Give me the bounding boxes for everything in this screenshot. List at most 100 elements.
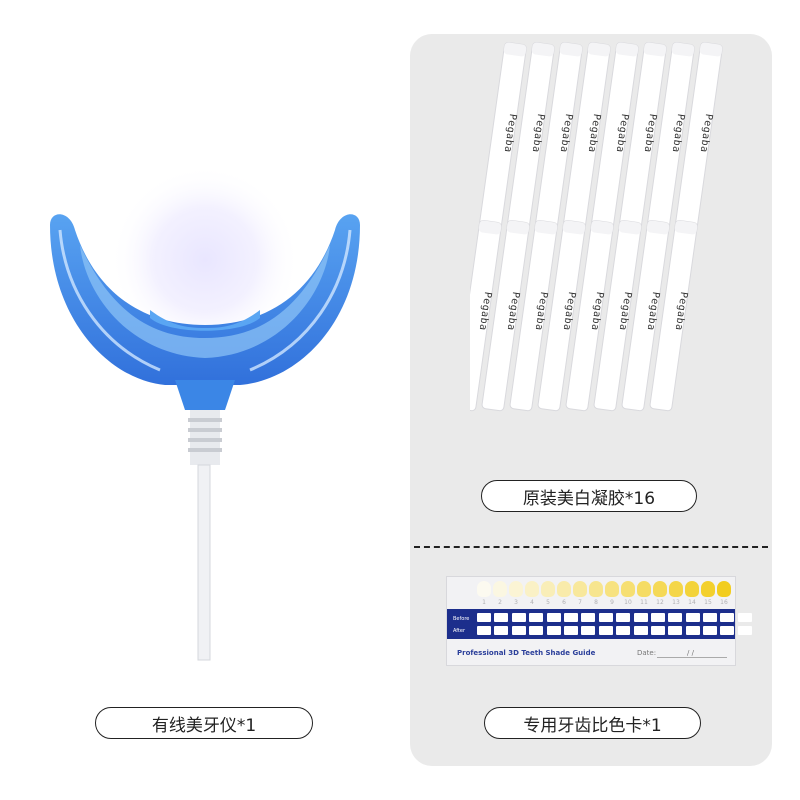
gel-pen: Pegaba <box>534 42 583 234</box>
pen-brand-label: Pegaba <box>670 113 686 153</box>
shade-tooth <box>701 581 715 597</box>
pen-brand-label: Pegaba <box>505 291 521 331</box>
shade-box <box>529 626 544 635</box>
before-boxes <box>477 613 752 622</box>
shade-tooth <box>653 581 667 597</box>
shade-number: 8 <box>594 599 598 606</box>
shade-box <box>494 613 509 622</box>
shade-tooth <box>669 581 683 597</box>
section-divider <box>414 546 768 548</box>
gel-pen: Pegaba <box>470 220 502 412</box>
shade-number: 3 <box>514 599 518 606</box>
shade-box <box>685 626 700 635</box>
shade-box <box>563 613 578 622</box>
shade-tooth <box>589 581 603 597</box>
shade-box <box>477 613 491 622</box>
pen-brand-label: Pegaba <box>642 113 658 153</box>
date-line <box>657 657 727 658</box>
device-label-pill: 有线美牙仪*1 <box>95 707 313 739</box>
shade-band: Before After <box>447 609 752 639</box>
shade-card-label-pill: 专用牙齿比色卡*1 <box>484 707 701 739</box>
gel-pen: Pegaba <box>646 42 695 234</box>
shade-date-value: / / <box>687 649 694 657</box>
shade-box <box>650 613 665 622</box>
shade-box <box>703 626 718 635</box>
after-label: After <box>453 628 466 634</box>
before-label: Before <box>453 616 470 622</box>
shade-teeth-row <box>477 581 731 597</box>
shade-box <box>668 613 683 622</box>
shade-card-label: 专用牙齿比色卡*1 <box>523 715 662 736</box>
shade-number: 2 <box>498 599 502 606</box>
shade-box <box>720 626 735 635</box>
shade-box <box>477 626 491 635</box>
shade-tooth <box>573 581 587 597</box>
shade-number: 13 <box>672 599 680 606</box>
shade-box <box>633 613 648 622</box>
shade-tooth <box>717 581 731 597</box>
shade-box <box>546 613 561 622</box>
shade-tooth <box>525 581 539 597</box>
shade-tooth <box>477 581 491 597</box>
shade-number: 15 <box>704 599 712 606</box>
shade-box <box>511 613 526 622</box>
shade-number: 9 <box>610 599 614 606</box>
device-label: 有线美牙仪*1 <box>151 715 257 736</box>
pen-brand-label: Pegaba <box>561 291 577 331</box>
shade-box <box>668 626 683 635</box>
shade-number: 1 <box>482 599 486 606</box>
pen-brand-label: Pegaba <box>502 113 518 153</box>
gel-pen: Pegaba <box>509 220 558 412</box>
gel-pen: Pegaba <box>565 220 614 412</box>
gel-pen: Pegaba <box>481 220 530 412</box>
shade-number: 4 <box>530 599 534 606</box>
shade-number: 16 <box>720 599 728 606</box>
pen-brand-label: Pegaba <box>530 113 546 153</box>
gel-pen: Pegaba <box>478 42 527 234</box>
shade-box <box>720 613 735 622</box>
shade-box <box>616 626 631 635</box>
pen-brand-label: Pegaba <box>698 113 714 153</box>
shade-tooth <box>509 581 523 597</box>
shade-number: 6 <box>562 599 566 606</box>
shade-tooth <box>637 581 651 597</box>
shade-guide-title: Professional 3D Teeth Shade Guide <box>457 649 596 657</box>
shade-number: 7 <box>578 599 582 606</box>
gel-label: 原装美白凝胶*16 <box>522 488 656 509</box>
shade-tooth <box>621 581 635 597</box>
shade-tooth <box>541 581 555 597</box>
shade-box <box>598 613 613 622</box>
pen-brand-label: Pegaba <box>558 113 574 153</box>
shade-box <box>511 626 526 635</box>
shade-number: 10 <box>624 599 632 606</box>
gel-pen: Pegaba <box>593 220 642 412</box>
shade-box <box>737 626 752 635</box>
shade-box <box>685 613 700 622</box>
gel-pen: Pegaba <box>506 42 555 234</box>
pen-brand-label: Pegaba <box>586 113 602 153</box>
shade-tooth <box>605 581 619 597</box>
pen-brand-label: Pegaba <box>589 291 605 331</box>
pen-brand-label: Pegaba <box>645 291 661 331</box>
shade-box <box>529 613 544 622</box>
shade-number: 5 <box>546 599 550 606</box>
gel-pen: Pegaba <box>621 220 670 412</box>
pen-brand-label: Pegaba <box>477 291 493 331</box>
shade-number: 12 <box>656 599 664 606</box>
gel-pen: Pegaba <box>618 42 667 234</box>
shade-box <box>494 626 509 635</box>
shade-box <box>581 613 596 622</box>
pen-brand-label: Pegaba <box>533 291 549 331</box>
shade-number: 11 <box>640 599 648 606</box>
pen-brand-label: Pegaba <box>617 291 633 331</box>
whitening-device-icon <box>50 170 360 661</box>
shade-tooth <box>493 581 507 597</box>
shade-box <box>650 626 665 635</box>
shade-box <box>737 613 752 622</box>
shade-box <box>581 626 596 635</box>
shade-box <box>703 613 718 622</box>
shade-box <box>616 613 631 622</box>
